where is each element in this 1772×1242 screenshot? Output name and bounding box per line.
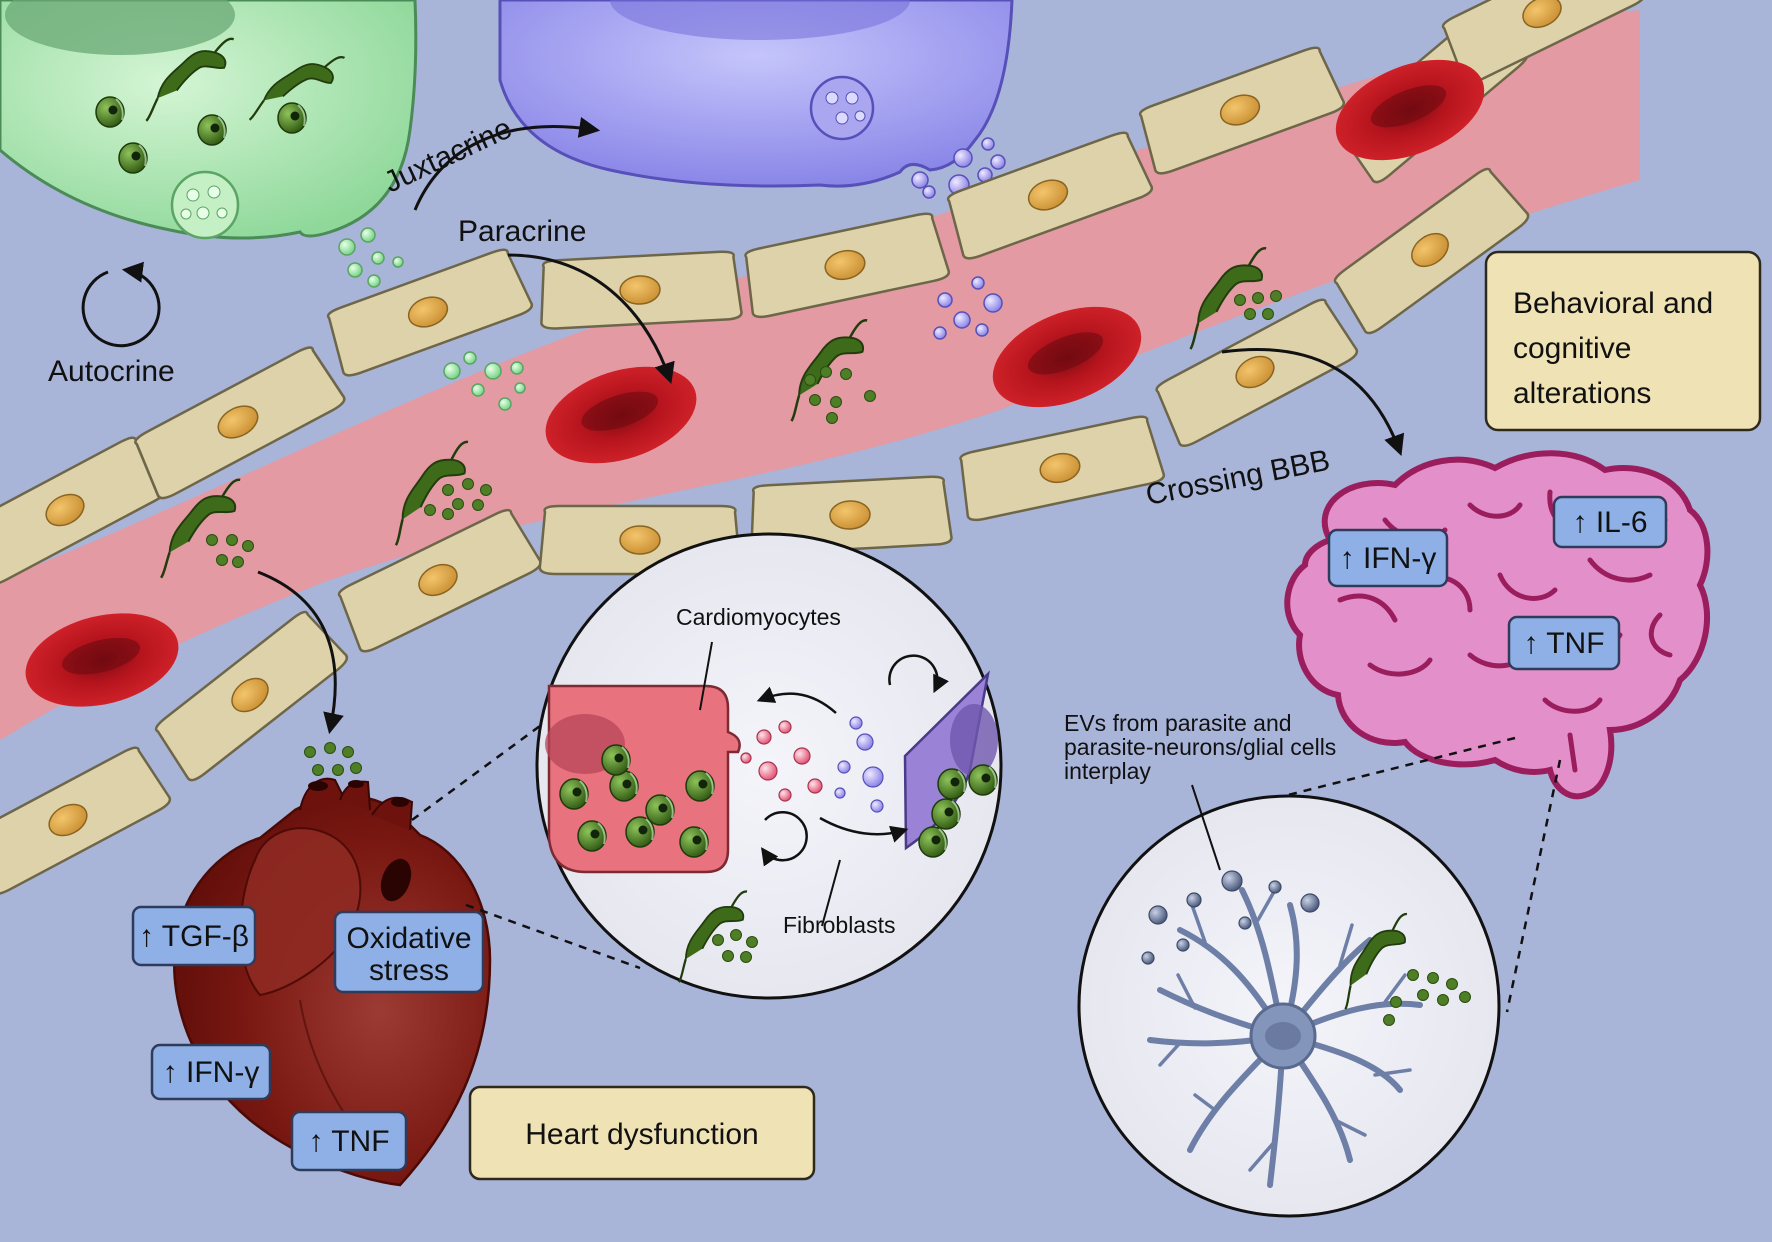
evs-label-line-3: interplay <box>1064 758 1151 784</box>
brain-ifn-gamma-badge: ↑ IFN-γ <box>1327 528 1449 588</box>
cardiac-zoom-circle: Cardiomyocytes Fibroblasts <box>535 532 1003 1000</box>
brain-il6-label: ↑ IL-6 <box>1572 506 1647 539</box>
behavioral-alterations-box: Behavioral and cognitive alterations <box>1484 250 1762 432</box>
autocrine-label: Autocrine <box>48 355 175 388</box>
brain-cytokines: ↑ IFN-γ ↑ IL-6 ↑ TNF <box>1327 495 1668 671</box>
behavioral-line-2: cognitive <box>1513 332 1631 365</box>
heart-dysfunction-label: Heart dysfunction <box>525 1118 758 1151</box>
fibroblasts-label: Fibroblasts <box>783 912 895 938</box>
autocrine-arrow <box>81 261 161 348</box>
paracrine-arrow <box>507 253 675 384</box>
heart-ifn-gamma-label: ↑ IFN-γ <box>163 1056 260 1089</box>
green-host-cell <box>0 0 418 240</box>
evs-label-line-2: parasite-neurons/glial cells <box>1064 734 1336 760</box>
behavioral-line-3: alterations <box>1513 377 1651 410</box>
cardiac-evs <box>740 716 884 813</box>
evs-label-line-1: EVs from parasite and <box>1064 710 1292 736</box>
heart-tnf-label: ↑ TNF <box>308 1125 389 1158</box>
brain-il6-badge: ↑ IL-6 <box>1552 495 1668 549</box>
juxtacrine-arrow <box>413 117 601 211</box>
heart-ifn-gamma-badge: ↑ IFN-γ <box>150 1043 272 1101</box>
neuron-zoom-circle <box>1077 784 1501 1218</box>
signaling-arrows <box>81 117 1405 735</box>
heart-arrow <box>257 570 344 735</box>
brain-tnf-badge: ↑ TNF <box>1507 615 1621 671</box>
green-evs-released <box>338 227 404 288</box>
cardiomyocyte-cell <box>545 684 741 874</box>
brain-ifn-gamma-label: ↑ IFN-γ <box>1340 542 1437 575</box>
heart-cytokines: ↑ TGF-β Oxidative stress ↑ IFN-γ ↑ TNF <box>131 905 485 1172</box>
purple-recipient-cell <box>498 0 1014 188</box>
oxidative-stress-badge: Oxidative stress <box>333 910 485 994</box>
neuronal-evs <box>1141 870 1320 965</box>
cardiomyocytes-label: Cardiomyocytes <box>676 604 841 630</box>
purple-evs-in-vessel <box>933 276 1003 340</box>
paracrine-label: Paracrine <box>458 215 586 248</box>
oxidative-label: Oxidative <box>346 922 471 955</box>
tgf-beta-badge: ↑ TGF-β <box>131 905 257 967</box>
cardiac-arrows <box>756 654 949 867</box>
brain-zoom-lines <box>1267 736 1562 1013</box>
heart-dysfunction-box: Heart dysfunction <box>468 1085 816 1181</box>
green-evs-in-vessel <box>443 351 526 411</box>
bbb-arrow <box>1221 347 1405 456</box>
stress-label: stress <box>369 954 449 987</box>
heart-tnf-badge: ↑ TNF <box>290 1110 408 1172</box>
behavioral-line-1: Behavioral and <box>1513 287 1713 320</box>
neuron-icon <box>1147 887 1423 1188</box>
brain-tnf-label: ↑ TNF <box>1523 627 1604 660</box>
tgf-beta-label: ↑ TGF-β <box>139 920 249 953</box>
fibroblast-cell <box>903 670 998 858</box>
